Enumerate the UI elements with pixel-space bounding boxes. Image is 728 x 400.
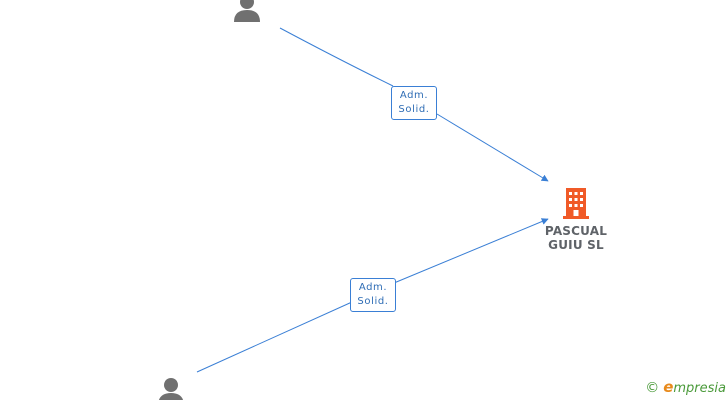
company-node[interactable]: PASCUAL GUIU SL — [536, 186, 616, 252]
brand-watermark: ©empresia — [645, 378, 726, 396]
edge-label-line1: Adm. — [399, 90, 429, 101]
company-name-line2: GUIU SL — [548, 238, 604, 252]
brand-logo-letter: e — [663, 378, 674, 396]
brand-name: mpresia — [673, 381, 726, 396]
person-node-top[interactable] — [232, 0, 262, 22]
person-node-bottom[interactable] — [156, 378, 186, 400]
company-name-line1: PASCUAL — [544, 224, 608, 238]
edge-label-bottom[interactable]: Adm. Solid. — [350, 278, 396, 312]
edge-label-line2: Solid. — [357, 296, 389, 307]
person-icon — [158, 378, 184, 400]
edge-line-bottom — [196, 219, 548, 373]
edge-label-line1: Adm. — [358, 282, 388, 293]
edge-line-top — [279, 27, 548, 181]
building-icon — [563, 188, 589, 219]
person-icon — [234, 0, 260, 22]
copyright-icon: © — [645, 380, 660, 396]
edge-label-line2: Solid. — [398, 104, 430, 115]
edge-label-top[interactable]: Adm. Solid. — [391, 86, 437, 120]
